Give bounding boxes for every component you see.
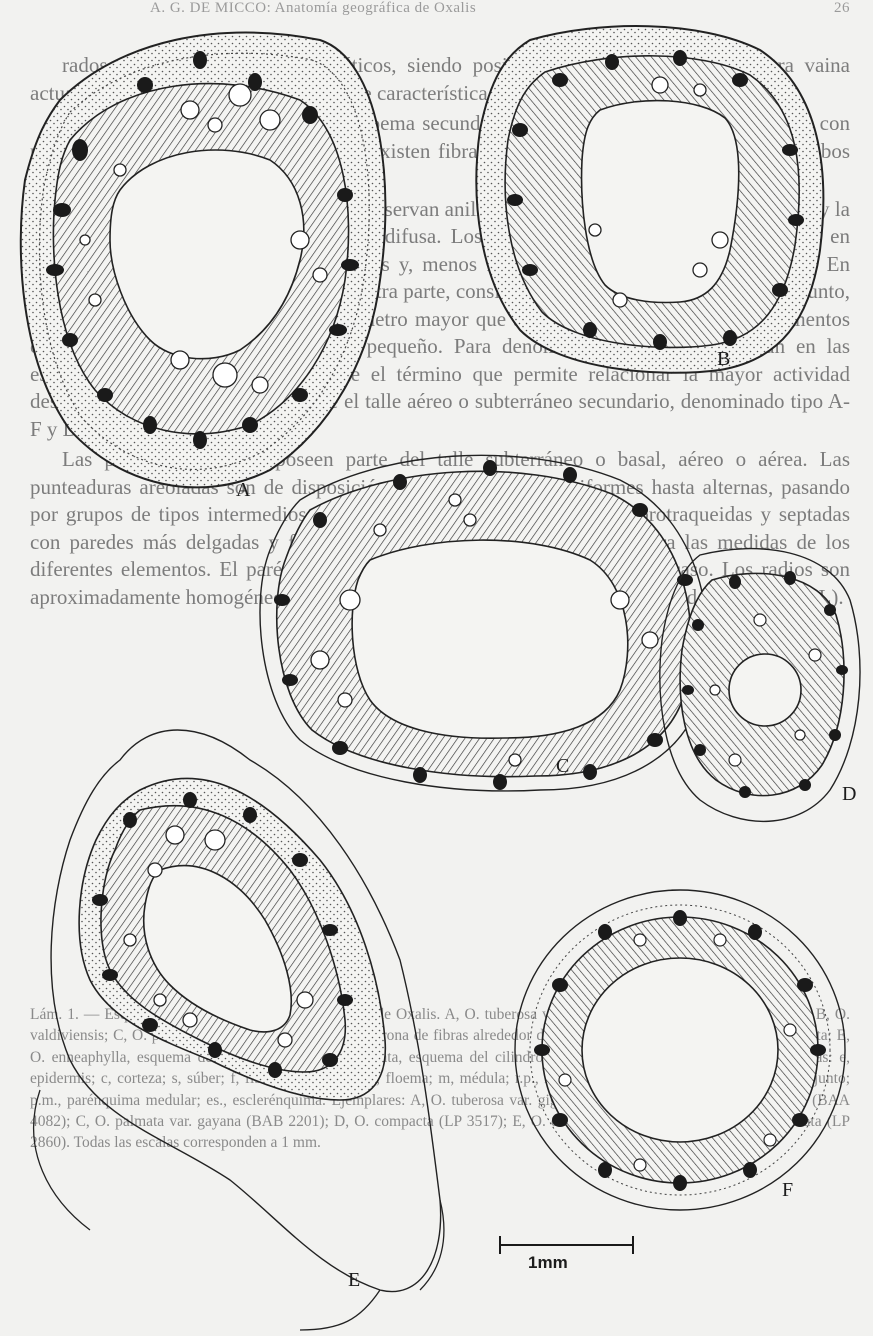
panel-label-d: D (842, 783, 856, 805)
scale-bar: 1mm (500, 1236, 633, 1272)
panel-e: E (34, 730, 444, 1330)
panel-label-b: B (717, 348, 730, 370)
panel-b: B (476, 26, 823, 373)
scale-bar-label: 1mm (528, 1253, 568, 1272)
panel-a: A (21, 33, 386, 502)
panel-f: F (515, 890, 845, 1210)
panel-label-a: A (236, 479, 251, 501)
panel-label-f: F (782, 1179, 793, 1201)
panel-d: D (660, 549, 860, 822)
panel-label-e: E (348, 1269, 360, 1291)
panel-label-c: C (556, 755, 569, 777)
panel-c: C (260, 455, 707, 791)
